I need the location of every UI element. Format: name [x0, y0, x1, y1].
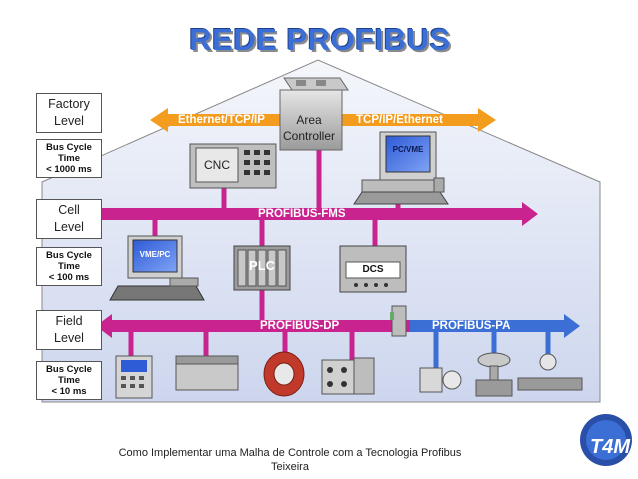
cell-bus-cycle: Bus Cycle Time < 100 ms [36, 247, 102, 286]
area-controller-icon [279, 77, 349, 151]
profibus-pa-bus [410, 314, 580, 338]
bus-cycle-label: Bus Cycle [46, 250, 92, 261]
operator-panel-icon [115, 355, 153, 399]
profibus-fms-label: PROFIBUS-FMS [258, 208, 346, 220]
area-controller-label: Area Controller [279, 112, 339, 144]
field-level-line1: Field [55, 314, 83, 328]
bus-cycle-time: Time [57, 375, 80, 386]
factory-level-label: Factory Level [36, 93, 102, 133]
factory-level-line1: Factory [48, 97, 90, 111]
footer-line1: Como Implementar uma Malha de Controle c… [118, 447, 462, 459]
profibus-dp-label: PROFIBUS-DP [260, 320, 340, 332]
profibus-fms-bus [80, 202, 538, 226]
drive-motor-icon [263, 351, 305, 397]
io-module-icon [175, 355, 239, 391]
remote-io-icon [321, 357, 375, 395]
plc-rack-icon [233, 245, 291, 291]
factory-bus-cycle: Bus Cycle Time < 1000 ms [36, 139, 102, 178]
plc-label: PLC [249, 258, 275, 273]
bus-cycle-label: Bus Cycle [46, 142, 92, 153]
bus-cycle-value: < 100 ms [48, 272, 90, 283]
control-valve-icon [475, 352, 513, 397]
profibus-dp-bus [96, 314, 410, 338]
field-level-label: Field Level [36, 310, 102, 350]
pressure-transmitter-icon [419, 367, 462, 393]
bus-cycle-value: < 10 ms [51, 386, 87, 397]
area-controller-line2: Controller [282, 129, 336, 143]
t4m-logo [580, 414, 632, 466]
cnc-label: CNC [204, 158, 230, 172]
bus-cycle-time: Time [57, 261, 80, 272]
dcs-icon [339, 245, 407, 293]
pc-vme-label: PC/VME [392, 145, 424, 154]
bus-cycle-time: Time [57, 153, 80, 164]
ethernet-left-label: Ethernet/TCP/IP [178, 114, 265, 126]
field-level-line2: Level [54, 331, 84, 345]
cell-level-label: Cell Level [36, 199, 102, 239]
footer-caption: Como Implementar uma Malha de Controle c… [80, 446, 500, 474]
bus-cycle-value: < 1000 ms [46, 164, 92, 175]
dp-pa-coupler-icon [390, 305, 407, 337]
footer-line2: Teixeira [271, 461, 309, 473]
vme-pc-workstation-icon [109, 235, 205, 301]
dcs-label: DCS [362, 264, 384, 275]
field-bus-cycle: Bus Cycle Time < 10 ms [36, 361, 102, 400]
vme-pc-label: VME/PC [139, 250, 171, 259]
area-controller-line1: Area [296, 113, 322, 127]
cnc-icon [189, 143, 277, 189]
cell-level-line1: Cell [58, 203, 80, 217]
cell-level-line2: Level [54, 220, 84, 234]
bus-cycle-label: Bus Cycle [46, 364, 92, 375]
factory-level-line2: Level [54, 114, 84, 128]
page-title: REDE PROFIBUS [189, 22, 451, 57]
profibus-pa-label: PROFIBUS-PA [432, 320, 511, 332]
t4m-logo-text: T4M [590, 436, 630, 458]
ethernet-right-label: TCP/IP/Ethernet [356, 114, 443, 126]
flowmeter-icon [517, 353, 583, 391]
pc-vme-workstation-icon [353, 131, 449, 205]
